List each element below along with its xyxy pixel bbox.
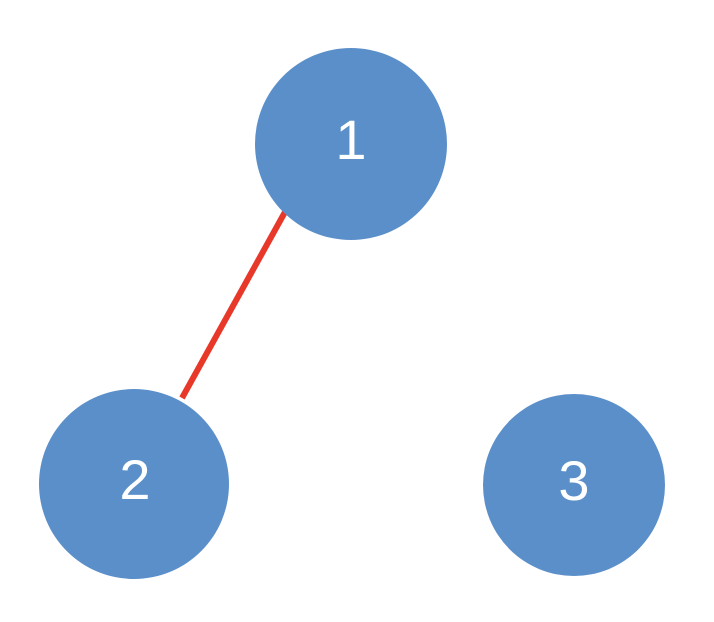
node-label-2: 2 xyxy=(119,448,150,511)
graph-node-1[interactable]: 1 xyxy=(255,48,447,240)
node-circle-3[interactable] xyxy=(483,394,665,576)
node-circle-1[interactable] xyxy=(255,48,447,240)
graph-node-2[interactable]: 2 xyxy=(39,389,229,579)
node-circle-2[interactable] xyxy=(39,389,229,579)
node-layer: 1 2 3 xyxy=(39,48,665,579)
graph-node-3[interactable]: 3 xyxy=(483,394,665,576)
node-label-1: 1 xyxy=(335,108,366,171)
edge-layer xyxy=(179,210,288,400)
graph-edge-1-2[interactable] xyxy=(179,210,288,400)
node-label-3: 3 xyxy=(558,449,589,512)
